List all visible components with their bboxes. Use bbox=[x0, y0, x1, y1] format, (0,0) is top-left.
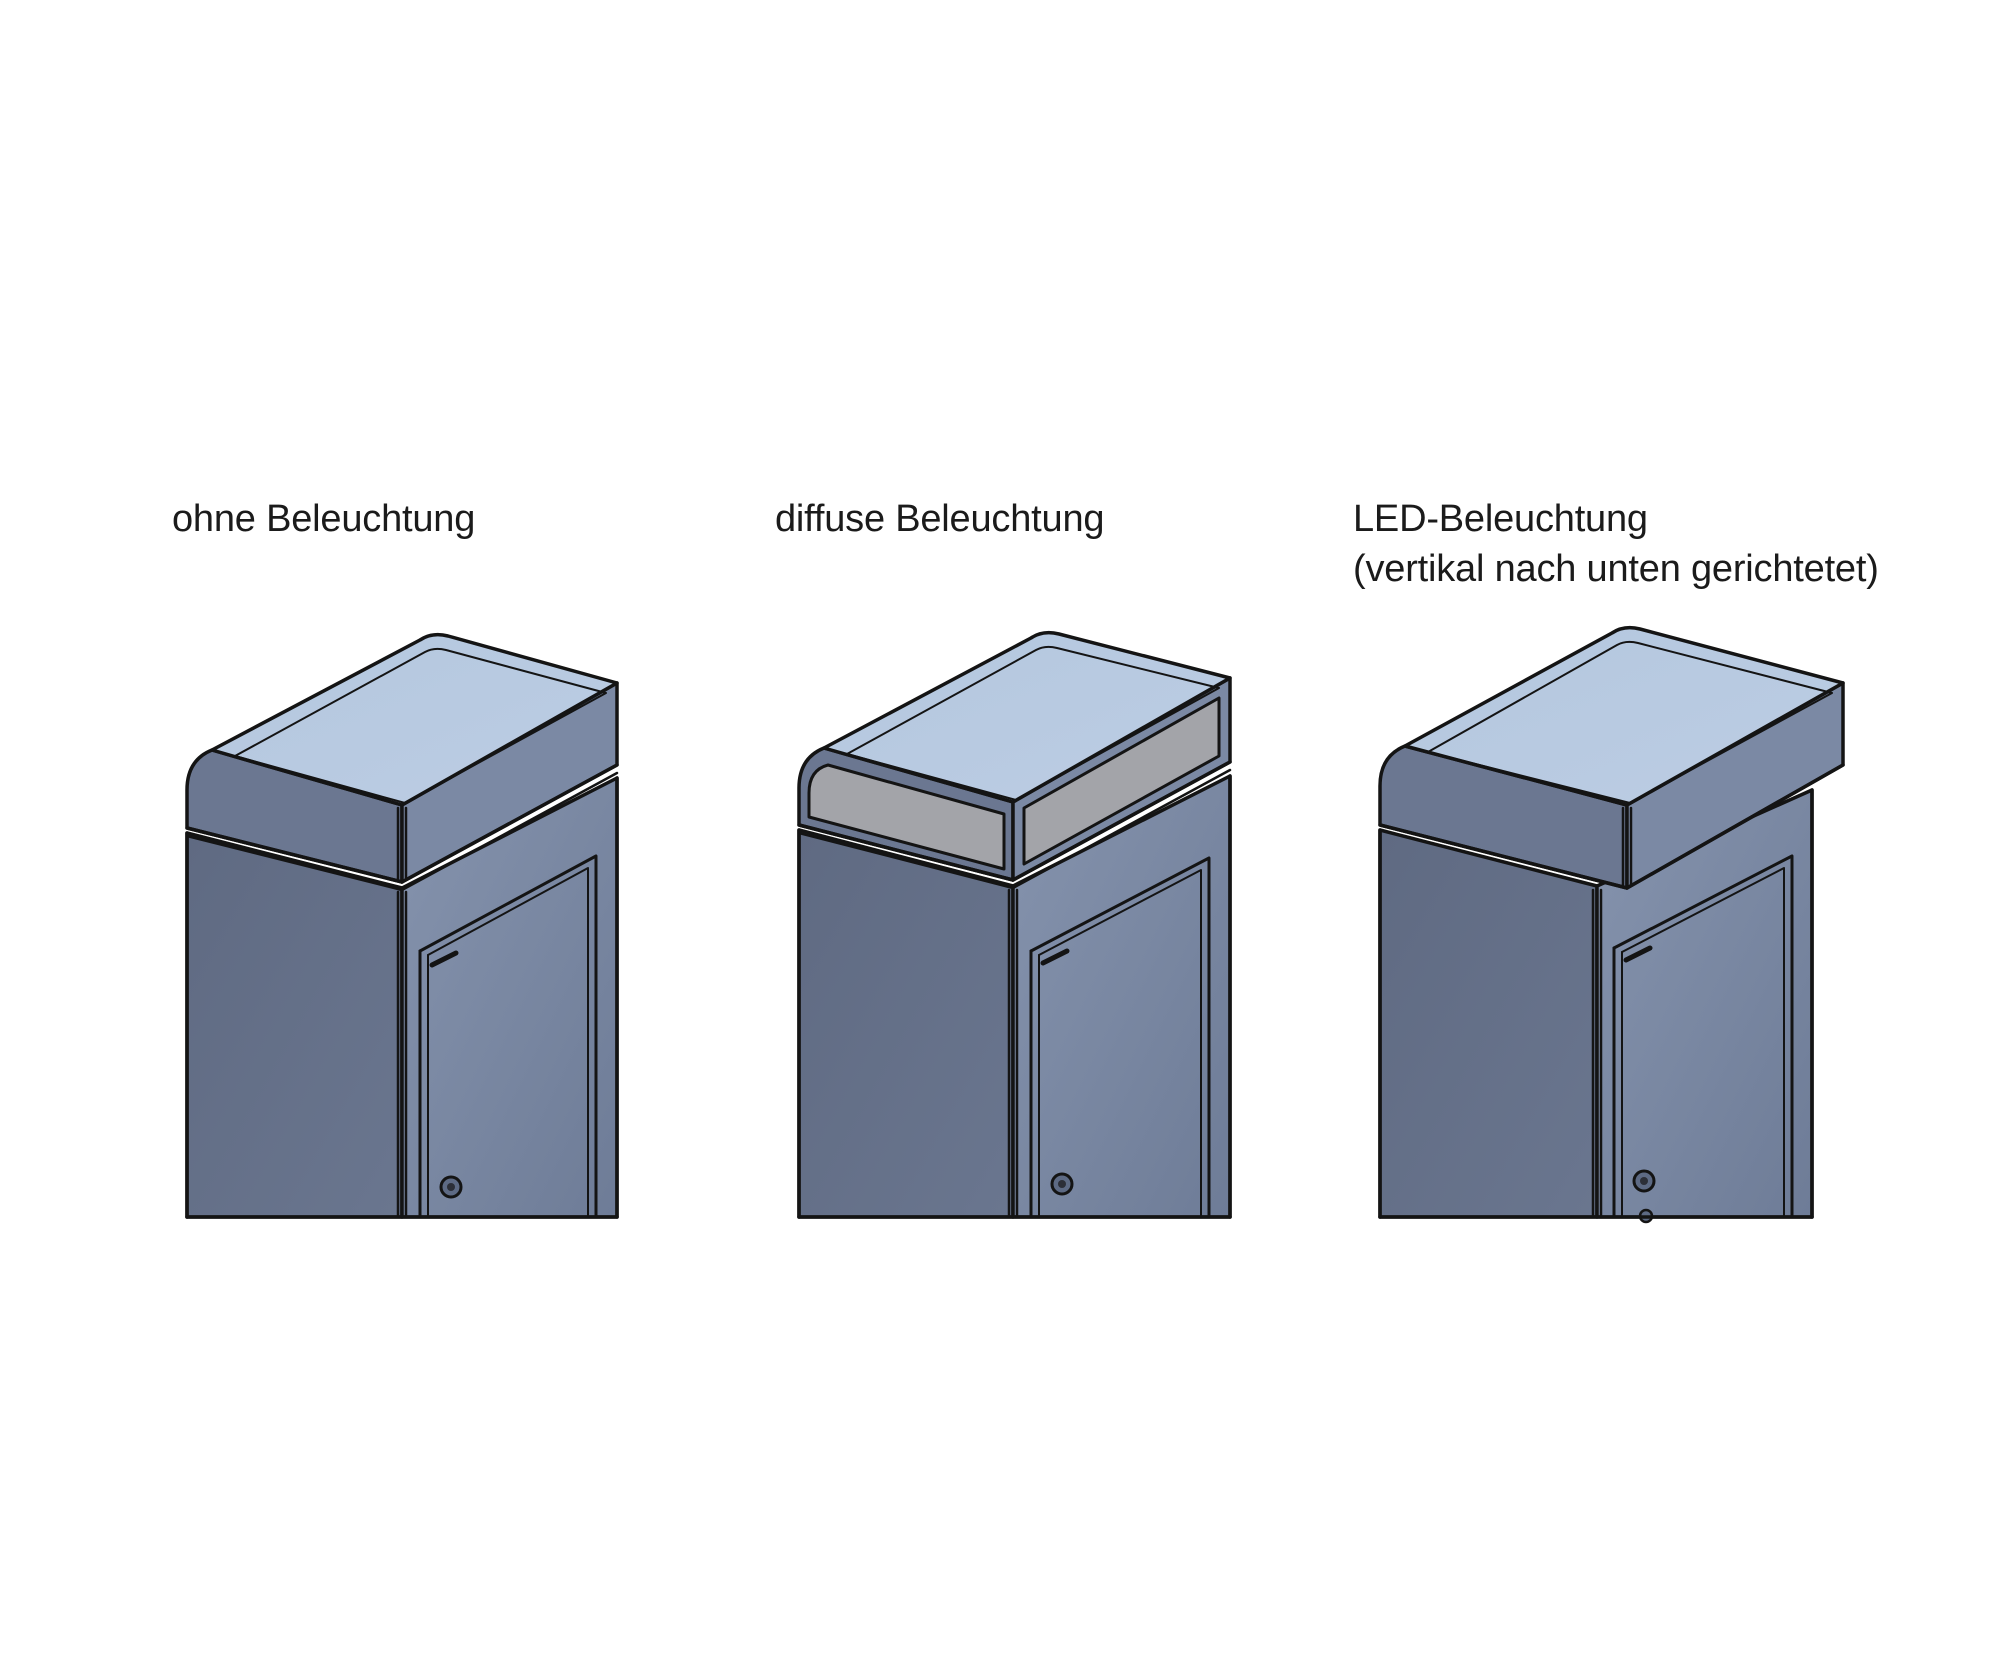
label-diffuse-beleuchtung: diffuse Beleuchtung bbox=[775, 494, 1105, 544]
label-led-beleuchtung: LED-Beleuchtung (vertikal nach unten ger… bbox=[1353, 494, 1879, 594]
bollard-diffuse-beleuchtung bbox=[797, 630, 1232, 1219]
door-outline bbox=[418, 854, 598, 1219]
diffuse-panel-left bbox=[807, 763, 1006, 871]
diffuse-panel-front bbox=[1022, 696, 1221, 866]
door-outline bbox=[1029, 856, 1211, 1219]
door-outline bbox=[1612, 854, 1794, 1219]
door-handle-icon bbox=[1623, 945, 1653, 963]
body-left-face bbox=[797, 828, 1015, 1219]
label-ohne-beleuchtung: ohne Beleuchtung bbox=[172, 494, 475, 544]
cap-top-face bbox=[822, 630, 1232, 804]
cap-top-face bbox=[210, 632, 619, 807]
door-inner-edge bbox=[427, 867, 589, 1218]
variant-3-sublabel: (vertikal nach unten gerichtetet) bbox=[1353, 548, 1879, 590]
variant-1-label: ohne Beleuchtung bbox=[172, 498, 476, 540]
door-inner-edge bbox=[1621, 867, 1785, 1218]
variant-2-label: diffuse Beleuchtung bbox=[775, 498, 1105, 540]
bollard-ohne-beleuchtung bbox=[185, 632, 619, 1219]
cap-top-face bbox=[1403, 625, 1845, 807]
cap-top-bevel bbox=[846, 645, 1220, 801]
door-handle-icon bbox=[1040, 948, 1070, 966]
door-inner-edge bbox=[1038, 869, 1202, 1218]
cap-top-bevel bbox=[234, 647, 607, 804]
bollard-led-beleuchtung bbox=[1378, 625, 1845, 1224]
cap-top-bevel bbox=[1427, 640, 1833, 804]
body-left-face bbox=[185, 831, 404, 1219]
variant-3-label: LED-Beleuchtung bbox=[1353, 498, 1648, 540]
body-left-face bbox=[1378, 828, 1599, 1219]
door-handle-icon bbox=[429, 950, 459, 968]
